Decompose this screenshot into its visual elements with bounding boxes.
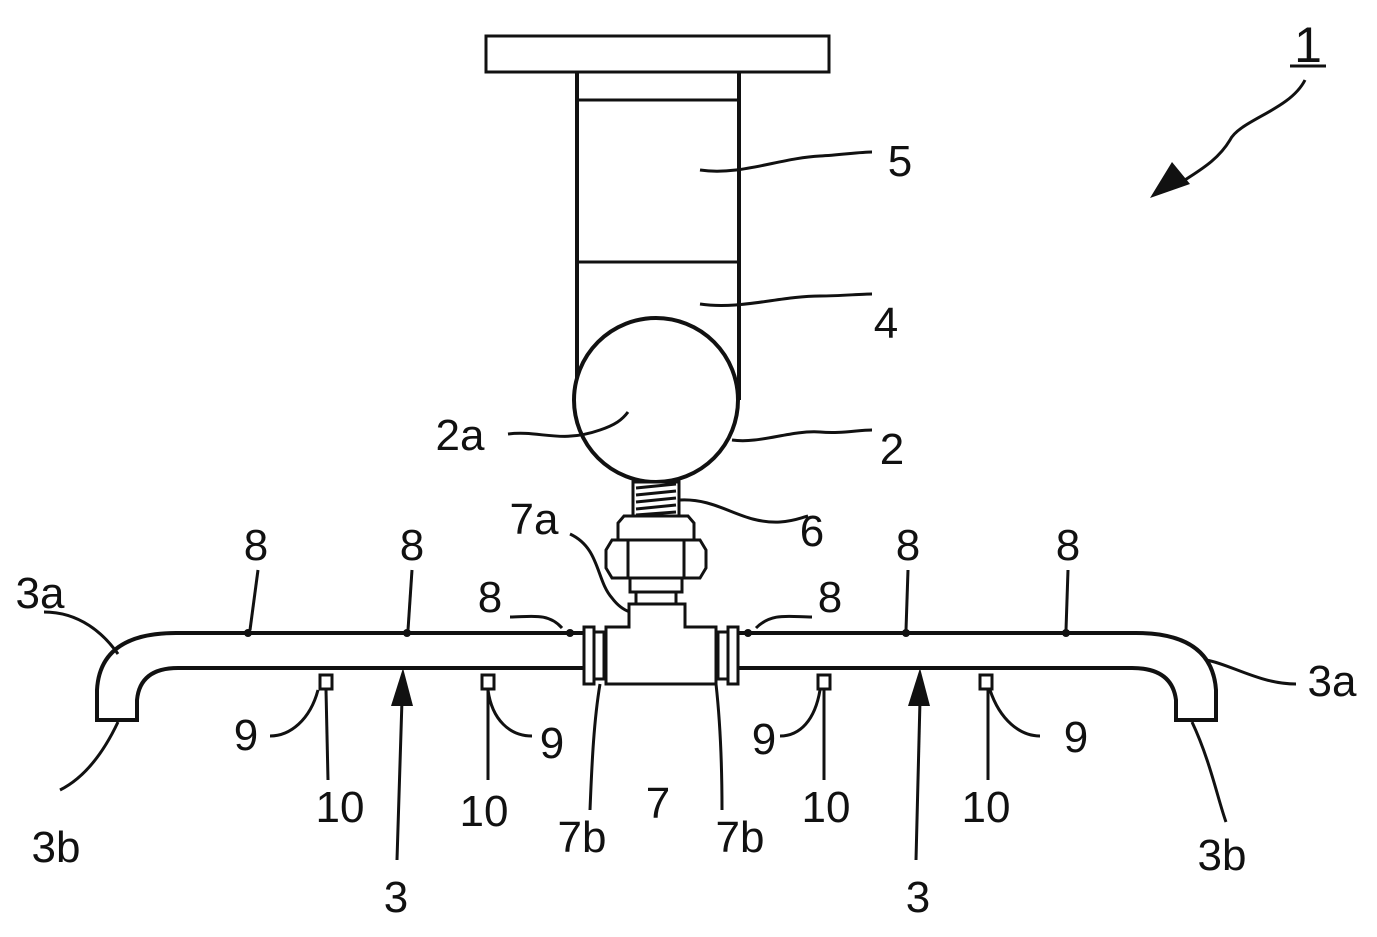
label-motor-upper: 5	[888, 137, 912, 186]
arm-arrows	[391, 668, 930, 861]
label-hole-3: 8	[478, 573, 502, 622]
label-outlet-3: 10	[802, 783, 851, 832]
label-ball: 2	[880, 425, 904, 474]
label-tee-top: 7a	[510, 495, 559, 544]
label-tee-side-right: 7b	[716, 813, 765, 862]
hex-nut	[604, 514, 708, 606]
label-tip-left: 3b	[32, 823, 81, 872]
label-nozzle-3: 9	[752, 715, 776, 764]
label-ball-inner: 2a	[436, 411, 485, 460]
label-tip-right: 3b	[1198, 831, 1247, 880]
label-tee-side-left: 7b	[558, 813, 607, 862]
ball	[572, 316, 740, 484]
label-hole-2: 8	[400, 521, 424, 570]
label-outlet-4: 10	[962, 783, 1011, 832]
spring	[631, 480, 681, 518]
label-outlet-2: 10	[460, 787, 509, 836]
label-assembly: 1	[1294, 17, 1322, 73]
mounting-plate	[484, 34, 831, 74]
label-hole-5: 8	[896, 521, 920, 570]
label-spring: 6	[800, 507, 824, 556]
label-nozzle-2: 9	[540, 719, 564, 768]
tee-fitting	[582, 602, 740, 686]
label-hole-4: 8	[818, 573, 842, 622]
label-nozzle-1: 9	[234, 711, 258, 760]
label-bend-right: 3a	[1308, 657, 1357, 706]
label-bend-left: 3a	[16, 569, 65, 618]
label-arm-left: 3	[384, 873, 408, 922]
label-tee: 7	[646, 779, 670, 828]
holes	[244, 629, 1070, 637]
label-hole-6: 8	[1056, 521, 1080, 570]
label-arm-right: 3	[906, 873, 930, 922]
label-hole-1: 8	[244, 521, 268, 570]
assembly-arrow	[1150, 64, 1326, 198]
arm-left	[95, 631, 584, 722]
motor-housing	[575, 72, 741, 400]
label-motor-lower: 4	[874, 299, 898, 348]
nozzles	[318, 673, 994, 691]
leader-lines	[43, 150, 1297, 823]
arm-right	[738, 631, 1218, 722]
label-outlet-1: 10	[316, 783, 365, 832]
label-nozzle-4: 9	[1064, 713, 1088, 762]
